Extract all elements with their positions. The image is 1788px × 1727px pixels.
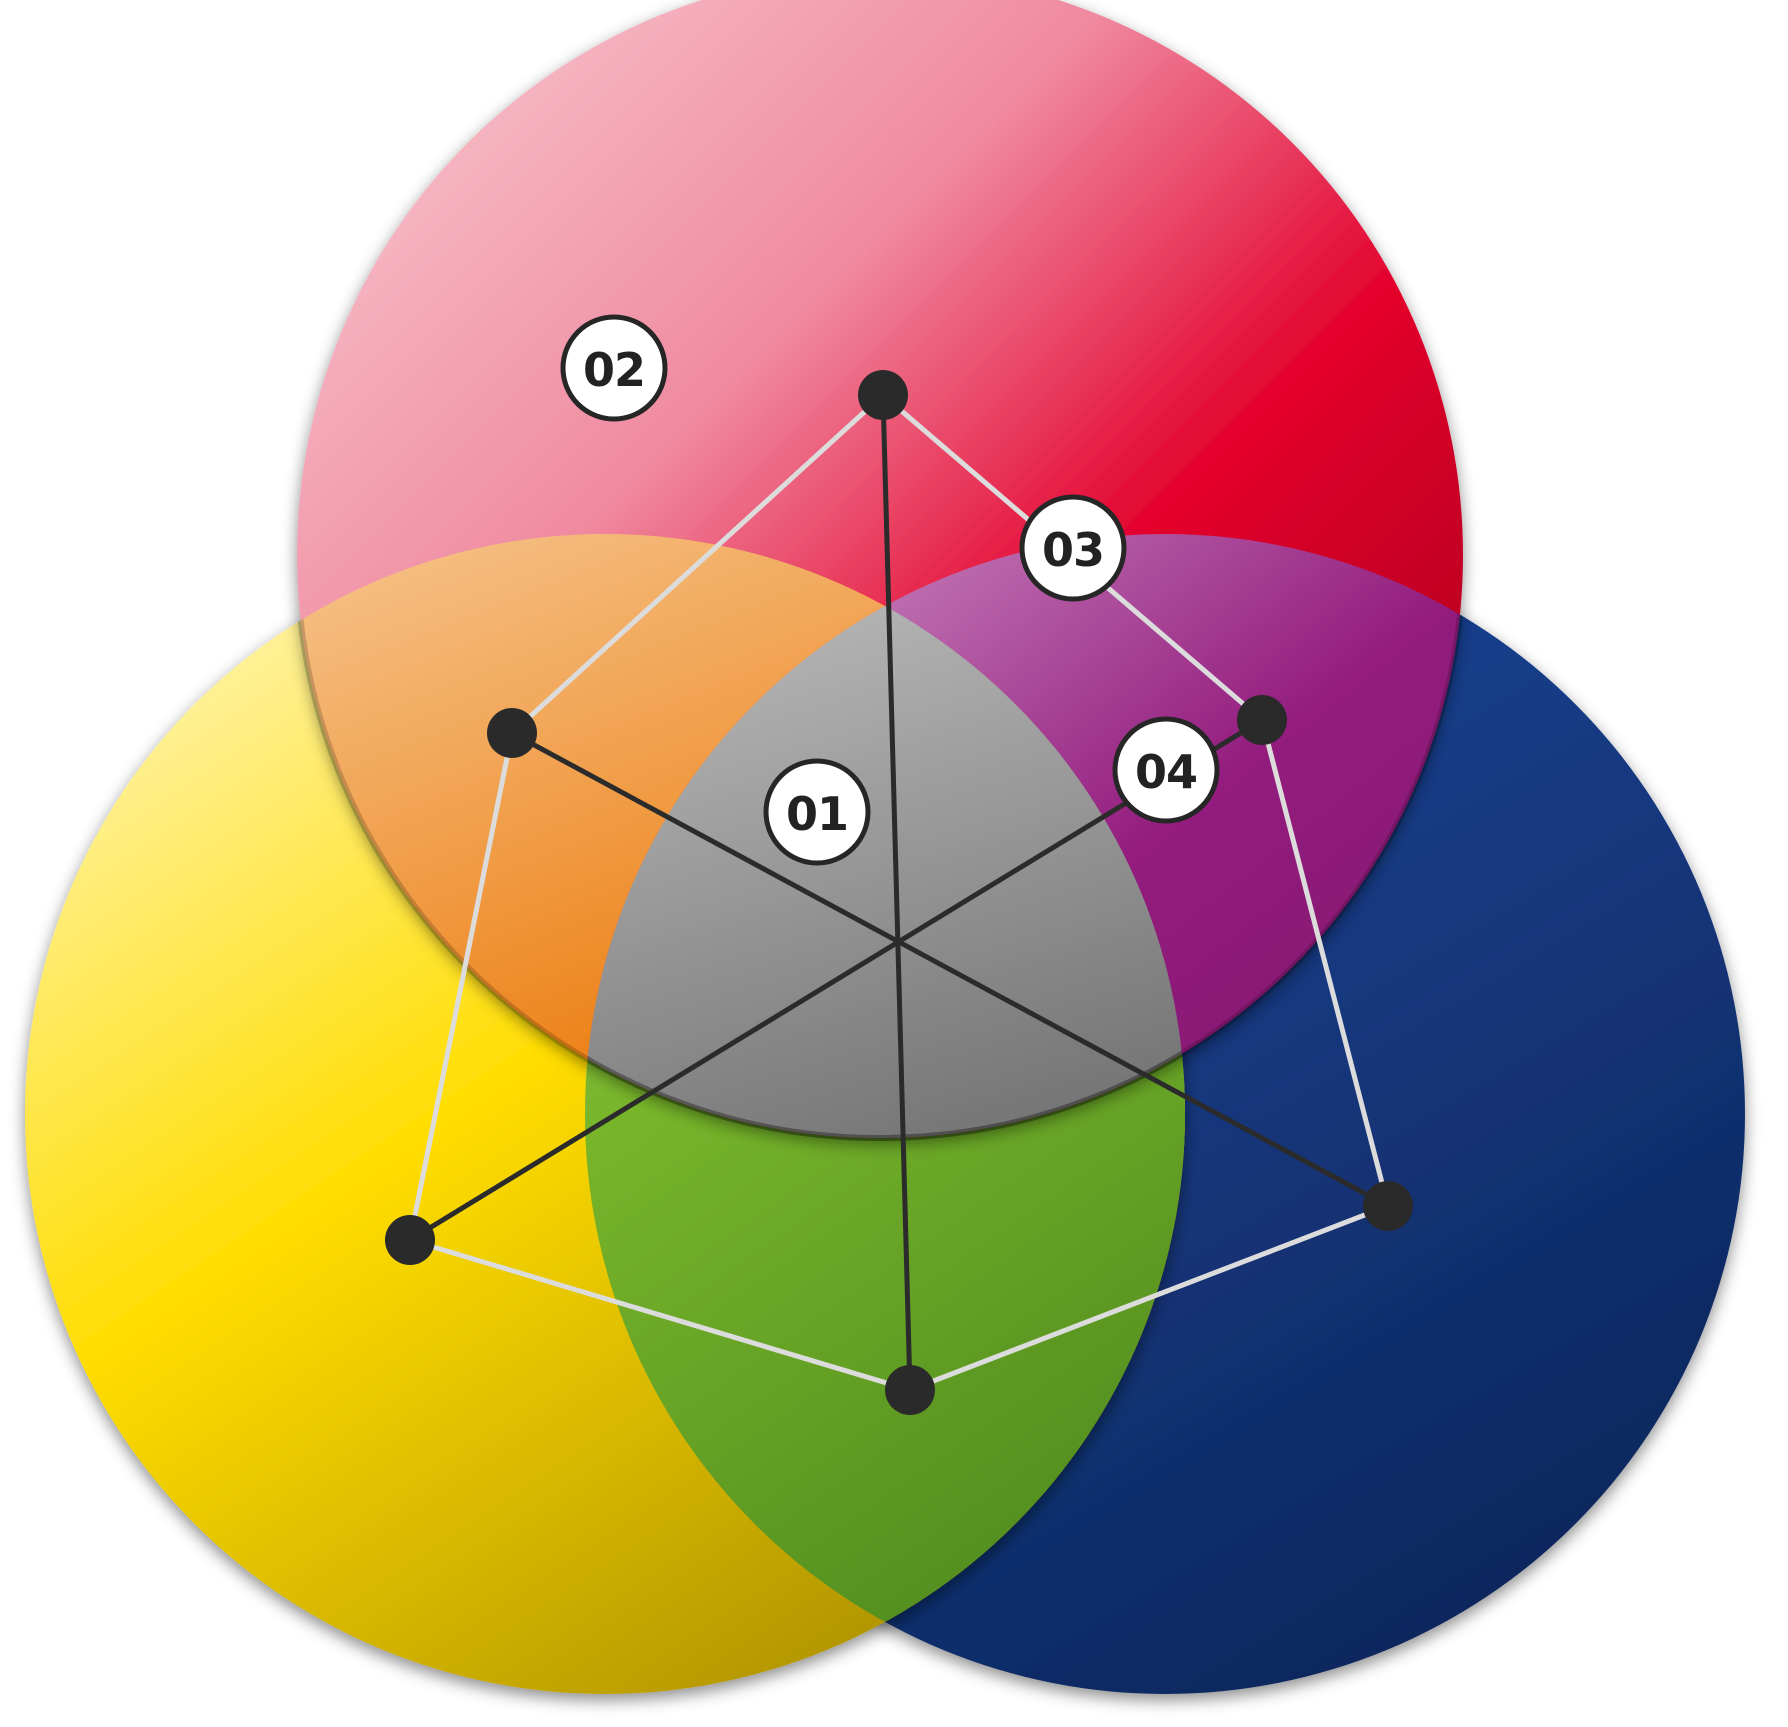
badge-02: 02 <box>560 314 668 422</box>
badge-03-label: 03 <box>1042 523 1104 577</box>
badge-03: 03 <box>1019 494 1127 602</box>
venn-circles <box>25 0 1745 1694</box>
spoke-line-diagonal-b <box>407 717 1265 1243</box>
spoke-line-vertical <box>880 392 913 1393</box>
spoke-line-diagonal-a <box>509 730 1391 1209</box>
node-lower-right <box>1363 1181 1413 1231</box>
badge-04-label: 04 <box>1135 745 1197 799</box>
node-bottom <box>885 1365 935 1415</box>
numbered-badges: 01 02 03 04 <box>560 314 1220 866</box>
badge-04: 04 <box>1112 716 1220 824</box>
node-upper-left <box>487 708 537 758</box>
node-lower-left <box>385 1215 435 1265</box>
badge-01-label: 01 <box>786 787 848 841</box>
node-upper-right <box>1237 695 1287 745</box>
hub-spoke-lines <box>407 392 1391 1393</box>
badge-01: 01 <box>763 758 871 866</box>
badge-02-label: 02 <box>583 343 645 397</box>
node-top <box>858 370 908 420</box>
network-nodes <box>385 370 1413 1415</box>
